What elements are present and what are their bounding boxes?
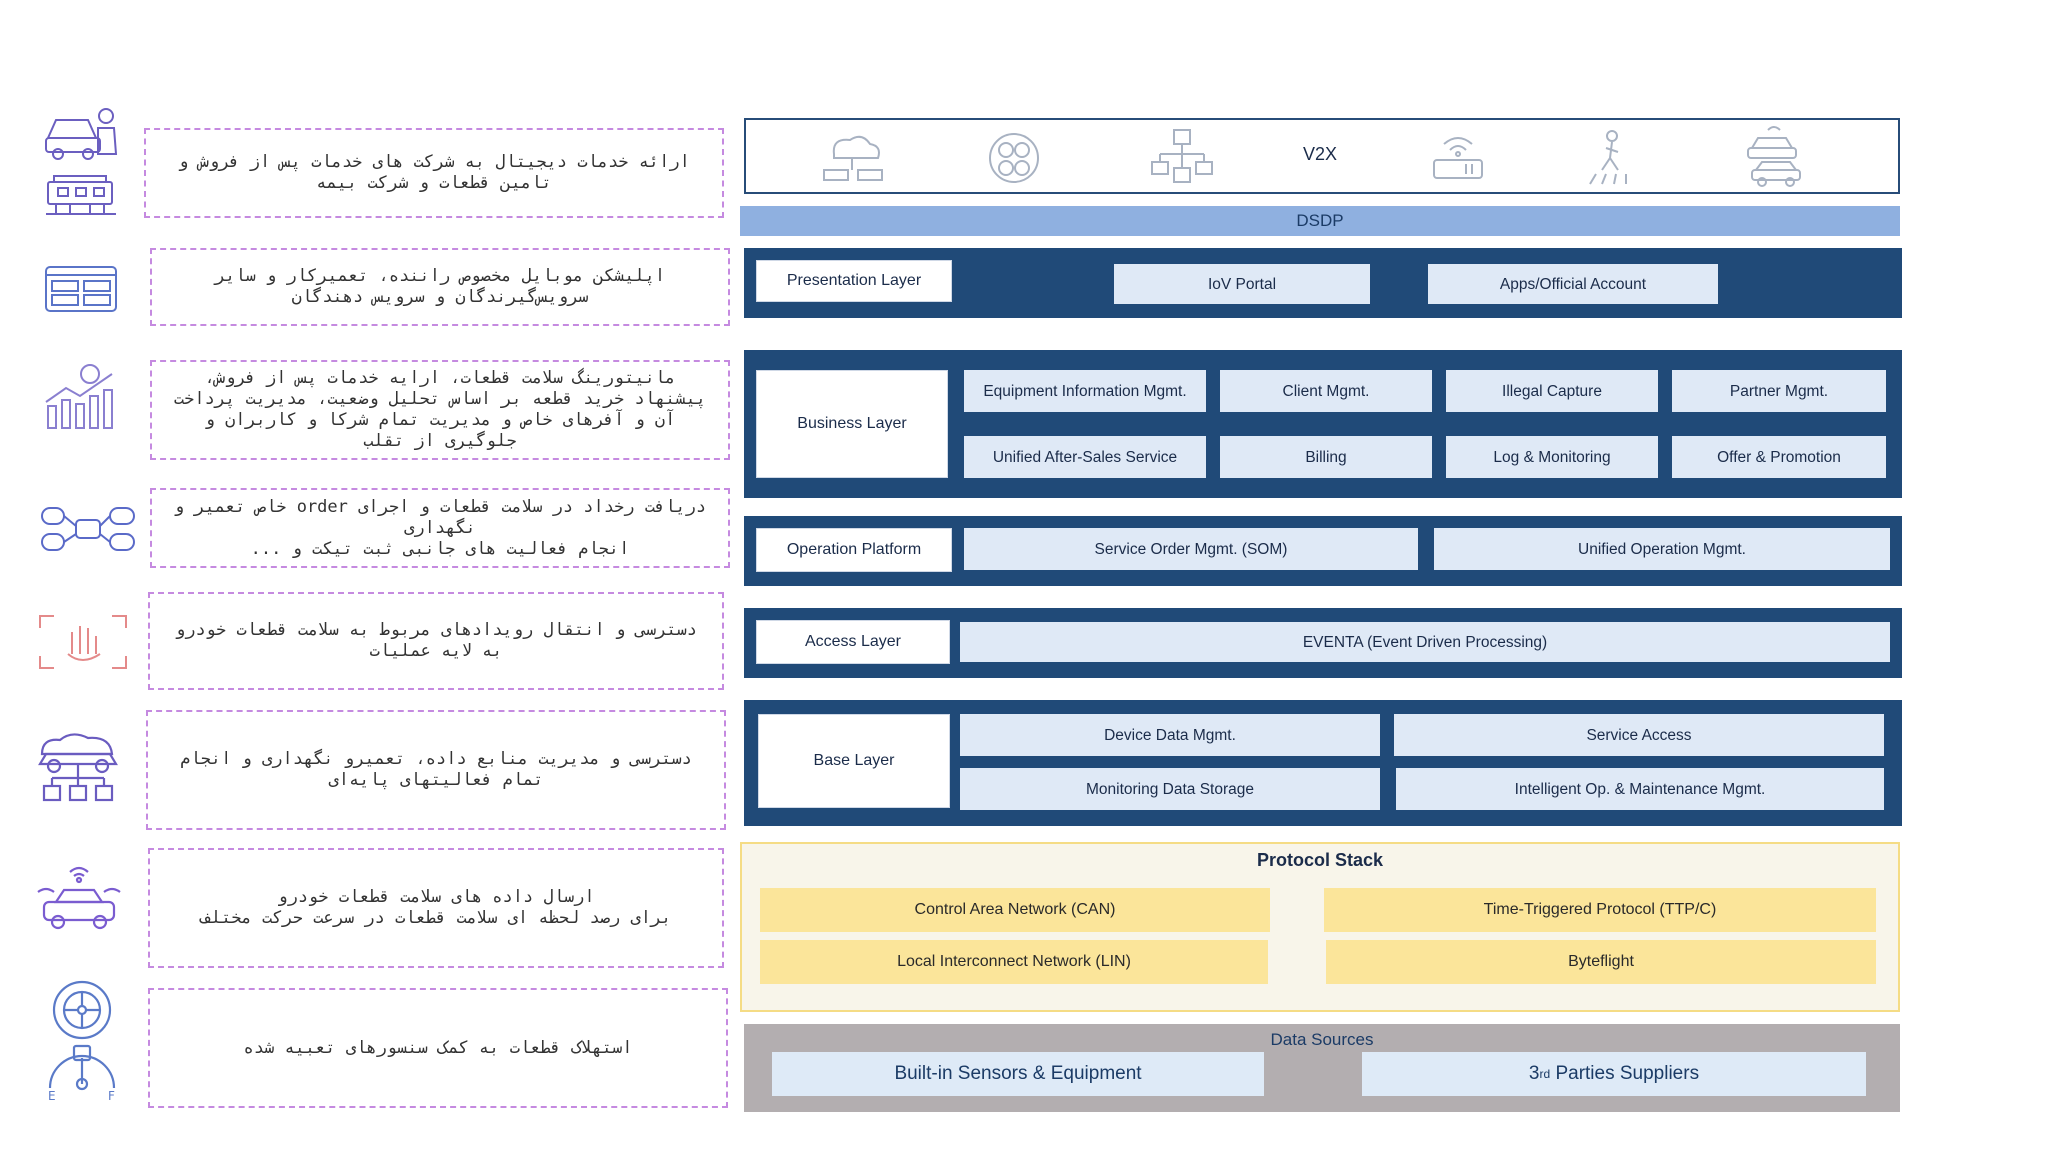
offer-promotion-cell: Offer & Promotion: [1672, 436, 1886, 478]
dsdp-label: DSDP: [1296, 211, 1344, 230]
equipment-info-mgmt-cell: Equipment Information Mgmt.: [964, 370, 1206, 412]
third-parties-text: Parties Suppliers: [1550, 1063, 1700, 1084]
third-parties-number: 3: [1528, 1063, 1540, 1084]
base-layer-label: Base Layer: [758, 714, 950, 808]
data-sources-title: Data Sources: [1270, 1030, 1374, 1049]
device-data-mgmt-cell: Device Data Mgmt.: [960, 714, 1380, 756]
network-nodes-icon: [41, 507, 135, 551]
v2x-label: V2X: [1302, 144, 1338, 164]
partner-mgmt-cell: Partner Mgmt.: [1672, 370, 1886, 412]
finance-hierarchy-icon: [1151, 129, 1213, 183]
dashboard-window-icon: [45, 266, 117, 312]
operation-platform-label: Operation Platform: [756, 528, 952, 572]
description-health-monitoring: مانیتورینگ سلامت قطعات، ارایه خدمات پس ا…: [150, 360, 730, 460]
description-data-resources: دسترسی و مدیریت منابع داده، تعمیرو نگهدا…: [146, 710, 726, 830]
pedestrian-crossing-icon: [1589, 130, 1627, 185]
access-layer: Access Layer EVENTA (Event Driven Proces…: [744, 608, 1902, 678]
lin-cell: Local Interconnect Network (LIN): [760, 940, 1268, 984]
router-wifi-icon: [1433, 137, 1483, 179]
billing-cell: Billing: [1220, 436, 1432, 478]
description-event-access: دسترسی و انتقال رویدادهای مربوط به سلامت…: [148, 592, 724, 690]
byteflight-cell: Byteflight: [1326, 940, 1876, 984]
cloud-car-network-icon: [38, 733, 118, 802]
can-cell: Control Area Network (CAN): [760, 888, 1270, 932]
illegal-capture-cell: Illegal Capture: [1446, 370, 1658, 412]
log-monitoring-cell: Log & Monitoring: [1446, 436, 1658, 478]
service-order-mgmt-cell: Service Order Mgmt. (SOM): [964, 528, 1418, 570]
people-network-icon: [989, 133, 1039, 183]
description-sensor-wear: استهلاک قطعات به کمک سنسورهای تعبیه شده: [148, 988, 728, 1108]
mechanic-car-icon: [45, 108, 118, 215]
unified-after-sales-cell: Unified After-Sales Service: [964, 436, 1206, 478]
svg-text:F: F: [108, 1089, 115, 1102]
presentation-layer: Presentation Layer IoV Portal Apps/Offic…: [744, 248, 1902, 318]
client-mgmt-cell: Client Mgmt.: [1220, 370, 1432, 412]
description-mobile-app: اپلیشکن موبایل مخصوص راننده، تعمیرکار و …: [150, 248, 730, 326]
access-layer-label: Access Layer: [756, 620, 950, 664]
presentation-layer-label: Presentation Layer: [756, 260, 952, 302]
business-layer: Business Layer Equipment Information Mgm…: [744, 350, 1902, 498]
third-parties-suffix: rd: [1539, 1067, 1551, 1081]
wheel-fuel-gauge-icon: E F: [48, 980, 116, 1102]
operation-platform: Operation Platform Service Order Mgmt. (…: [744, 516, 1902, 586]
intelligent-op-maintenance-cell: Intelligent Op. & Maintenance Mgmt.: [1396, 768, 1884, 810]
protocol-stack-panel: Protocol Stack Control Area Network (CAN…: [740, 842, 1900, 1012]
base-layer: Base Layer Device Data Mgmt. Service Acc…: [744, 700, 1902, 826]
data-sources-panel: Data Sources Built-in Sensors & Equipmen…: [744, 1024, 1900, 1112]
business-layer-label: Business Layer: [756, 370, 948, 478]
svg-text:E: E: [48, 1089, 56, 1102]
growth-chart-icon: [45, 364, 113, 429]
connected-cars-icon: [1747, 126, 1801, 187]
monitoring-data-storage-cell: Monitoring Data Storage: [960, 768, 1380, 810]
connected-car-icon: [37, 866, 121, 930]
dsdp-bar: DSDP: [740, 206, 1900, 236]
ttp-cell: Time-Triggered Protocol (TTP/C): [1324, 888, 1876, 932]
cloud-server-icon: [823, 135, 883, 181]
unified-operation-mgmt-cell: Unified Operation Mgmt.: [1434, 528, 1890, 570]
built-in-sensors-cell: Built-in Sensors & Equipment: [772, 1052, 1264, 1096]
apps-official-account-cell: Apps/Official Account: [1428, 264, 1718, 304]
service-access-cell: Service Access: [1394, 714, 1884, 756]
eventa-cell: EVENTA (Event Driven Processing): [960, 622, 1890, 662]
iov-portal-cell: IoV Portal: [1114, 264, 1370, 304]
protocol-stack-title: Protocol Stack: [1256, 850, 1384, 870]
touch-scan-icon: [39, 615, 127, 669]
description-digital-services: ارائه خدمات دیجیتال به شرکت های خدمات پس…: [144, 128, 724, 218]
v2x-panel: V2X: [744, 118, 1900, 194]
description-repair-order: دریافت رخداد در سلامت قطعات و اجرای orde…: [150, 488, 730, 568]
